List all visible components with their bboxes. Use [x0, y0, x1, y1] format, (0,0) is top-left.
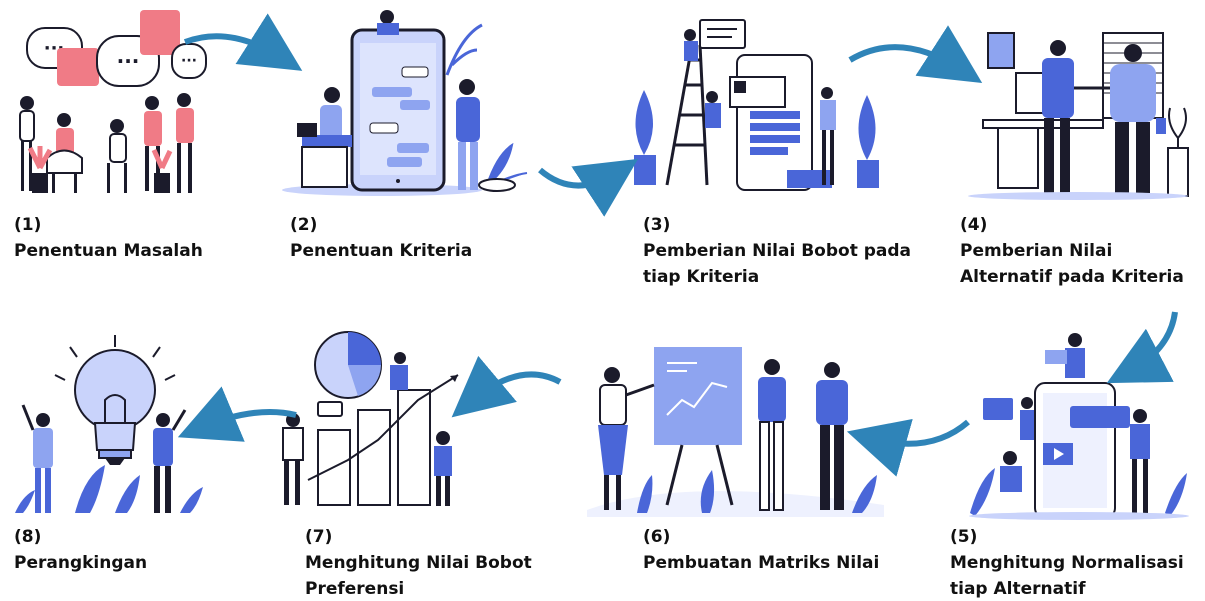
person-with-laptop-top: [1045, 333, 1085, 378]
people-around: [1000, 397, 1150, 514]
audience-man-2: [816, 362, 848, 510]
step-6-label: (6) Pembuatan Matriks Nilai: [643, 524, 923, 576]
step-2-label: (2) Penentuan Kriteria: [290, 212, 550, 264]
person-standing: [456, 79, 480, 190]
step-2-illustration: [272, 5, 534, 196]
arrow-6-to-7: [451, 355, 562, 418]
step-5-label: (5) Menghitung Normalisasi tiap Alternat…: [950, 524, 1200, 601]
ladder-icon: [665, 44, 709, 186]
step-7-number: (7): [305, 527, 333, 547]
arrow-5-to-6: [846, 418, 970, 477]
chat-bubble-icon: ··· ··· ···: [26, 10, 207, 87]
step-4-title: Pemberian Nilai Alternatif pada Kriteria: [960, 241, 1184, 287]
svg-text:···: ···: [181, 53, 197, 69]
people-group: [19, 93, 194, 193]
step-2-number: (2): [290, 215, 318, 235]
step-5-number: (5): [950, 527, 978, 547]
video-play-icon: [1043, 443, 1073, 465]
step-3-title: Pemberian Nilai Bobot pada tiap Kriteria: [643, 241, 912, 287]
potted-plant-icon: [27, 146, 173, 193]
person-woman: [21, 404, 53, 513]
step-1-number: (1): [14, 215, 42, 235]
person-man: [153, 409, 187, 513]
step-1-title: Penentuan Masalah: [14, 241, 203, 261]
step-7-label: (7) Menghitung Nilai Bobot Preferensi: [305, 524, 555, 601]
people-working: [684, 29, 836, 185]
step-3-label: (3) Pemberian Nilai Bobot pada tiap Krit…: [643, 212, 933, 290]
person-with-laptop: [297, 87, 352, 188]
step-5-title: Menghitung Normalisasi tiap Alternatif: [950, 553, 1184, 599]
arrow-2-to-3: [538, 158, 639, 217]
step-4-label: (4) Pemberian Nilai Alternatif pada Krit…: [960, 212, 1196, 290]
step-8-title: Perangkingan: [14, 553, 148, 573]
step-6-title: Pembuatan Matriks Nilai: [643, 553, 880, 573]
step-1-label: (1) Penentuan Masalah: [14, 212, 254, 264]
step-7-illustration: [278, 330, 478, 510]
lightbulb-icon: [54, 335, 176, 465]
step-8-illustration: [15, 335, 205, 515]
step-5-illustration: [965, 328, 1193, 520]
step-6-number: (6): [643, 527, 671, 547]
businessman-right: [1110, 44, 1166, 196]
pie-chart-icon: [314, 331, 382, 399]
step-8-number: (8): [14, 527, 42, 547]
audience-man-1: [758, 359, 786, 511]
bar-chart-icon: [307, 374, 459, 506]
person-sitting-on-phone: [377, 10, 399, 35]
step-6-illustration: [582, 345, 884, 517]
step-3-illustration: [622, 15, 884, 191]
presentation-board-icon: [654, 347, 742, 506]
step-2-title: Penentuan Kriteria: [290, 241, 473, 261]
step-1-illustration: ··· ··· ···: [12, 8, 207, 198]
step-4-illustration: [968, 28, 1193, 200]
ui-screen-icon: [729, 54, 832, 191]
svg-text:···: ···: [117, 49, 140, 73]
phone-icon: [350, 28, 446, 192]
presenter-woman: [598, 367, 655, 510]
step-3-number: (3): [643, 215, 671, 235]
tree-icon: [634, 90, 879, 188]
step-8-label: (8) Perangkingan: [14, 524, 254, 576]
businessman-left: [1042, 40, 1074, 196]
step-4-number: (4): [960, 215, 988, 235]
step-7-title: Menghitung Nilai Bobot Preferensi: [305, 553, 532, 599]
